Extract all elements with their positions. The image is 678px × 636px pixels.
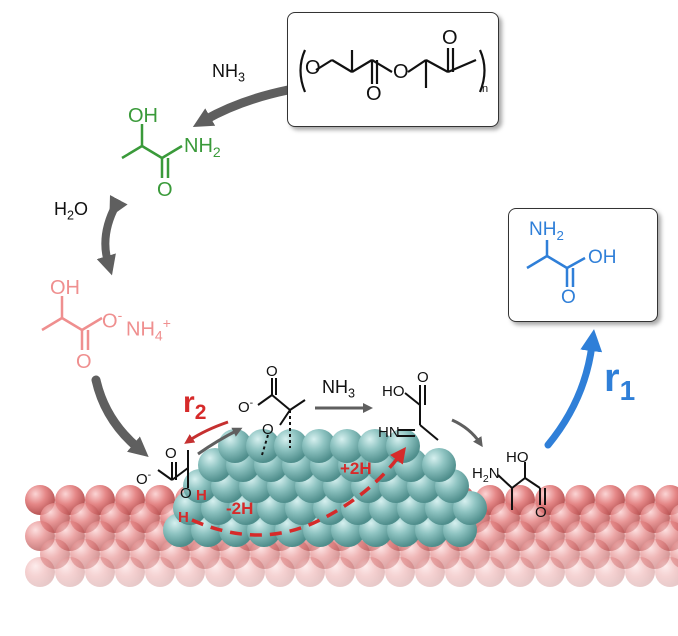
catalyst-atom	[302, 429, 336, 463]
catalyst-atom	[246, 429, 280, 463]
adsorbed-alkoxide-structure	[257, 378, 306, 456]
arrow-r2-forward	[197, 427, 243, 456]
adsorbed-imine-structure	[398, 385, 439, 441]
alanine-oh: OH	[588, 247, 617, 268]
rate-r2: r2	[183, 386, 207, 424]
arrow-lactate-to-surface	[91, 375, 149, 458]
ads-imine-hn: HN	[378, 424, 400, 441]
alanine-box-structure	[526, 240, 586, 287]
ads-lactate-o-minus: O-	[136, 469, 152, 488]
polylactide-box	[287, 12, 499, 127]
label-plus-2h: +2H	[340, 459, 372, 478]
lactamide-o: O	[157, 179, 173, 201]
lactate-oh: OH	[50, 277, 80, 299]
reagent-h2o: H2O	[54, 199, 89, 223]
arrow-r2-back	[184, 420, 229, 444]
ads-alanine-ho: HO	[506, 449, 529, 466]
arrow-imine-to-alanine	[451, 418, 483, 448]
ads-alanine-o: O	[535, 504, 547, 521]
arrow-polymer-to-lactamide	[192, 85, 293, 127]
polymer-o1: O	[305, 57, 321, 79]
arrow-r1	[544, 329, 603, 449]
alanine-o: O	[561, 287, 576, 308]
catalyst-atom	[422, 448, 456, 482]
lactamide-structure	[121, 124, 183, 178]
ads-lactate-h2: H	[178, 509, 189, 526]
catalyst-nanoparticle	[163, 429, 487, 547]
arrow-lactamide-lactate	[96, 195, 128, 276]
lactate-o-minus: O-	[102, 307, 123, 333]
ads-lactate-o2: O	[180, 485, 192, 502]
adsorbed-lactate-structure	[157, 450, 189, 488]
lactamide-oh: OH	[128, 105, 158, 127]
ads-imine-o: O	[417, 369, 429, 386]
catalyst-atom	[358, 429, 392, 463]
catalyst-atom	[330, 429, 364, 463]
ammonium-lactate-structure	[41, 296, 103, 350]
ads-lactate-o: O	[165, 445, 177, 462]
label-minus-2h: -2H	[226, 499, 254, 518]
ads-alkoxide-o-minus: O-	[238, 397, 254, 416]
reagent-nh3-top: NH3	[212, 61, 246, 85]
lactate-nh4: NH4+	[126, 315, 171, 344]
alanine-nh2: NH2	[529, 219, 564, 243]
adsorbed-alanine-structure	[497, 462, 546, 510]
ads-alkoxide-o: O	[266, 363, 278, 380]
reagent-nh3-mid: NH3	[322, 377, 356, 401]
hydrogen-transfer-arrow	[191, 447, 407, 537]
polylactide-box-structure	[299, 48, 486, 93]
ads-alkoxide-o2: O	[262, 421, 274, 438]
ads-imine-ho: HO	[382, 383, 405, 400]
polymer-o2: O	[366, 83, 382, 105]
polymer-o4: O	[442, 27, 458, 49]
ads-alanine-h2n: H2N	[472, 465, 500, 485]
polymer-o3: O	[393, 61, 409, 83]
ads-lactate-h1: H	[196, 487, 207, 504]
polymer-n: n	[482, 83, 489, 95]
lactate-o: O	[76, 351, 92, 373]
lactamide-nh2: NH2	[184, 135, 221, 160]
rate-r1: r1	[604, 356, 636, 406]
